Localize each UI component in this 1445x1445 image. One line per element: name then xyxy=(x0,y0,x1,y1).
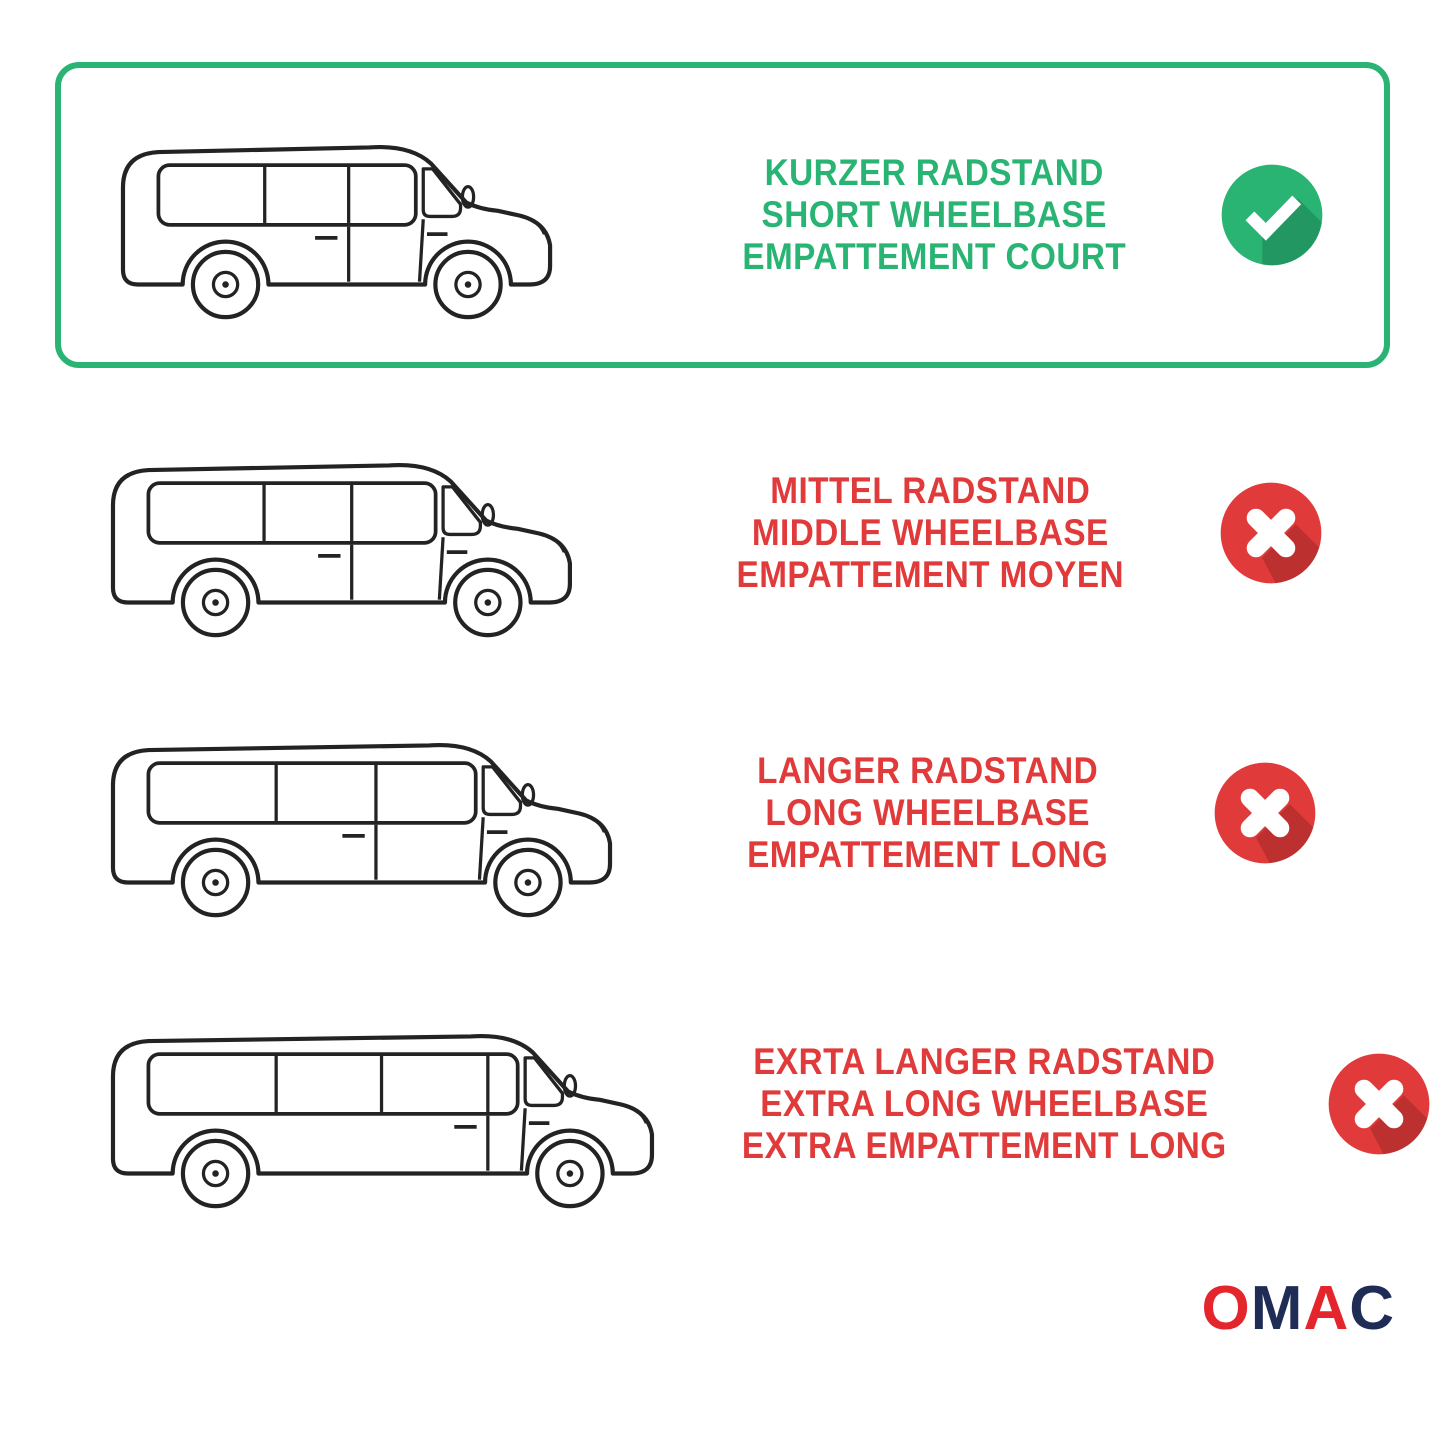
label-line-de: EXRTA LANGER RADSTAND xyxy=(753,1040,1216,1082)
label-line-fr: EMPATTEMENT MOYEN xyxy=(736,554,1125,596)
option-label-extra-long: EXRTA LANGER RADSTAND EXTRA LONG WHEELBA… xyxy=(742,1041,1227,1168)
option-row-middle-wheelbase: MITTEL RADSTAND MIDDLE WHEELBASE EMPATTE… xyxy=(55,392,1390,674)
logo-letter: C xyxy=(1349,1274,1395,1343)
option-row-extra-long-wheelbase: EXRTA LANGER RADSTAND EXTRA LONG WHEELBA… xyxy=(55,958,1429,1250)
cross-icon xyxy=(1328,1053,1429,1155)
van-illustration-extra-long xyxy=(85,987,715,1222)
cross-icon xyxy=(1214,762,1316,864)
check-icon xyxy=(1222,164,1323,266)
option-label-short: KURZER RADSTAND SHORT WHEELBASE EMPATTEM… xyxy=(742,152,1126,279)
van-illustration-long xyxy=(85,696,715,931)
option-label-long: LANGER RADSTAND LONG WHEELBASE EMPATTEME… xyxy=(747,750,1108,877)
label-line-fr: EMPATTEMENT LONG xyxy=(746,834,1109,876)
status-icon-short xyxy=(1219,162,1325,268)
label-line-fr: EMPATTEMENT COURT xyxy=(742,236,1127,278)
logo-letter: A xyxy=(1303,1274,1350,1343)
label-line-fr: EXTRA EMPATTEMENT LONG xyxy=(741,1125,1227,1167)
cross-icon xyxy=(1220,482,1321,584)
label-line-de: MITTEL RADSTAND xyxy=(770,469,1091,511)
label-line-en: MIDDLE WHEELBASE xyxy=(751,511,1109,553)
label-line-de: KURZER RADSTAND xyxy=(764,151,1104,193)
status-icon-middle xyxy=(1218,480,1324,586)
status-icon-extra-long xyxy=(1326,1051,1432,1157)
van-side-outline xyxy=(120,144,553,319)
option-row-short-wheelbase: KURZER RADSTAND SHORT WHEELBASE EMPATTEM… xyxy=(55,62,1390,368)
label-line-en: SHORT WHEELBASE xyxy=(761,193,1107,235)
label-line-en: EXTRA LONG WHEELBASE xyxy=(760,1082,1209,1124)
van-illustration-short xyxy=(95,98,721,333)
van-side-outline xyxy=(110,742,613,917)
option-row-long-wheelbase: LANGER RADSTAND LONG WHEELBASE EMPATTEME… xyxy=(55,672,1390,954)
van-side-outline xyxy=(110,462,573,637)
option-label-middle: MITTEL RADSTAND MIDDLE WHEELBASE EMPATTE… xyxy=(737,470,1125,597)
label-line-en: LONG WHEELBASE xyxy=(765,791,1090,833)
logo-letter: O xyxy=(1201,1274,1251,1343)
omac-logo: OMAC xyxy=(1202,1278,1395,1340)
van-side-outline xyxy=(110,1033,655,1208)
status-icon-long xyxy=(1212,760,1318,866)
logo-letter: M xyxy=(1250,1274,1304,1343)
van-illustration-middle xyxy=(85,416,715,651)
label-line-de: LANGER RADSTAND xyxy=(757,749,1098,791)
